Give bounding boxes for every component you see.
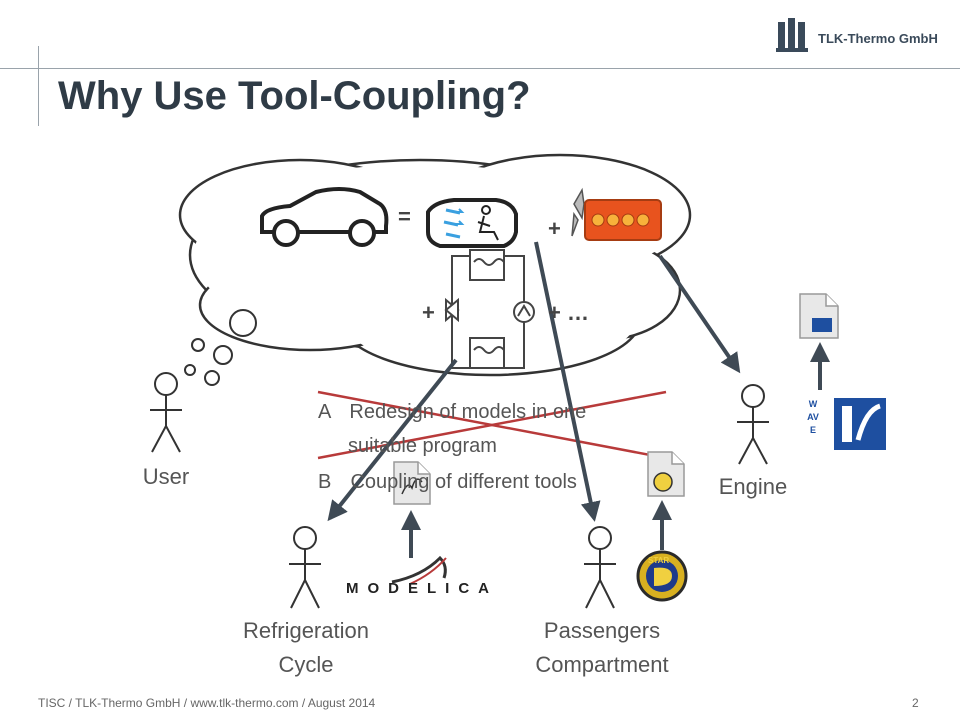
option-b: B Coupling of different tools — [318, 464, 577, 500]
header-rule — [0, 68, 960, 69]
header-accent-rule — [38, 46, 39, 126]
engine-icon — [571, 187, 662, 241]
plus-operator-refrigeration: + — [422, 300, 435, 325]
option-letter: B — [318, 471, 332, 493]
label-line: Compartment — [535, 652, 669, 677]
actor-label-passengers: Passengers Compartment — [512, 614, 692, 682]
actor-label-refrigeration: Refrigeration Cycle — [218, 614, 394, 682]
label-line: Passengers — [543, 618, 661, 643]
stick-figure-icon — [584, 526, 616, 609]
file-icon — [799, 293, 839, 339]
option-text: Redesign of models in one — [349, 401, 587, 423]
label-line: Refrigeration — [243, 618, 369, 643]
strike-line-2 — [317, 390, 667, 460]
stick-figure-icon — [289, 526, 321, 609]
actor-label-engine: Engine — [718, 474, 788, 499]
file-icon — [393, 461, 431, 505]
plus-operator-engine: + — [548, 216, 561, 241]
footer-text: TISC / TLK-Thermo GmbH / www.tlk-thermo.… — [38, 696, 376, 710]
brand-name: TLK-Thermo GmbH — [818, 31, 938, 46]
page-number: 2 — [912, 696, 919, 710]
option-text: Coupling of different tools — [350, 471, 577, 493]
thought-bubbles — [184, 309, 257, 386]
wave-logo-text: WAVE — [807, 399, 819, 435]
file-icon — [647, 451, 685, 497]
option-a-continued: suitable program — [348, 435, 497, 457]
modelica-logo-text: MODELICA — [346, 580, 498, 597]
arrow-to-engine — [658, 254, 741, 374]
stick-figure-icon — [737, 384, 769, 465]
slide-title: Why Use Tool-Coupling? — [58, 74, 531, 118]
modelica-logo-icon — [391, 555, 447, 585]
star-logo-text: STAR — [648, 556, 670, 565]
actor-label-user: User — [142, 464, 190, 489]
company-logo-icon — [776, 18, 808, 52]
stick-figure-icon — [150, 372, 182, 453]
equals-operator: = — [398, 204, 411, 229]
star-cd-logo-icon — [636, 550, 688, 602]
passenger-cabin-icon — [426, 198, 518, 248]
refrigeration-circuit-icon — [444, 249, 535, 369]
arrow-to-refrigeration — [327, 358, 458, 522]
option-a: A Redesign of models in one — [318, 394, 586, 430]
option-letter: A — [318, 401, 331, 423]
car-icon — [260, 187, 389, 234]
label-line: Cycle — [278, 652, 334, 677]
wave-logo-icon — [834, 398, 886, 450]
plus-more-operator: + … — [548, 300, 589, 325]
arrow-to-passengers — [534, 241, 601, 522]
